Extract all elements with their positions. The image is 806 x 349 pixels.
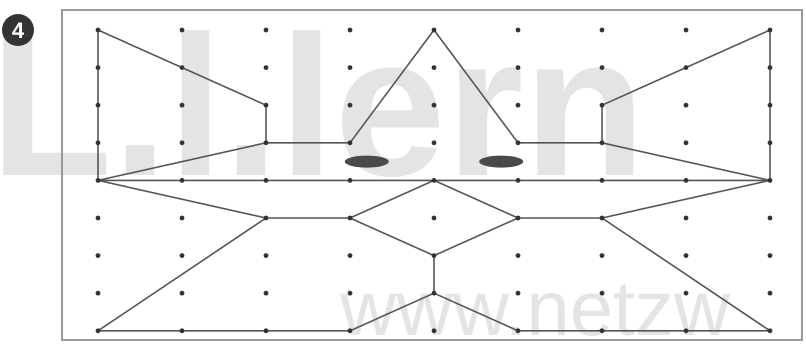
grid-dot [348,178,353,183]
grid-dot [684,216,689,221]
grid-dot [264,216,269,221]
grid-dot [516,253,521,258]
figure-segment [98,218,266,331]
grid-dot [684,328,689,333]
grid-dot [684,28,689,33]
grid-dot [264,328,269,333]
grid-dot [348,28,353,33]
grid-dot [600,140,605,145]
grid-dot [180,253,185,258]
grid-dot [516,216,521,221]
exercise-number: 4 [12,18,25,43]
grid-dot [516,28,521,33]
grid-dot [264,253,269,258]
grid-dot [96,328,101,333]
grid-dot [96,103,101,108]
grid-dot [180,103,185,108]
grid-dot [180,140,185,145]
grid-dot [768,103,773,108]
grid-dot [516,178,521,183]
grid-dot [432,216,437,221]
grid-dot [432,253,437,258]
grid-dot [684,103,689,108]
grid-dot [180,291,185,296]
grid-dot [180,178,185,183]
grid-dot [348,65,353,70]
grid-dot [348,253,353,258]
grid-dot [264,65,269,70]
grid-dot [768,65,773,70]
grid-dot [432,178,437,183]
grid-dot [264,103,269,108]
grid-dot [264,28,269,33]
grid-dot [516,140,521,145]
grid-dot [432,291,437,296]
grid-dot [432,28,437,33]
grid-dot [432,328,437,333]
grid-dot [348,140,353,145]
grid-dot [768,253,773,258]
grid-dot [180,328,185,333]
grid-dot [600,28,605,33]
grid-dot [768,328,773,333]
grid-dot [768,178,773,183]
grid-dot [264,178,269,183]
watermark-brand: L.l.lern [0,0,646,218]
grid-dot [768,291,773,296]
grid-dot [348,328,353,333]
grid-dot [516,328,521,333]
grid-dot [180,65,185,70]
grid-dot [264,291,269,296]
grid-dot [96,216,101,221]
left-eye [345,156,389,168]
grid-dot [684,140,689,145]
grid-dot [600,178,605,183]
grid-dot [96,65,101,70]
grid-dot [432,103,437,108]
grid-dot [96,291,101,296]
grid-dot [432,140,437,145]
grid-dot [600,253,605,258]
grid-dot [684,253,689,258]
grid-dot [684,291,689,296]
grid-dot [180,28,185,33]
grid-dot [768,28,773,33]
grid-dot [516,103,521,108]
grid-dot [600,65,605,70]
grid-dot [600,291,605,296]
figure-segment [350,218,434,256]
grid-dot [600,328,605,333]
grid-dot [96,178,101,183]
grid-dot [348,291,353,296]
grid-dot [600,103,605,108]
right-eye [479,156,523,168]
grid-dot [96,140,101,145]
grid-dot [96,253,101,258]
grid-dot [180,216,185,221]
grid-dot [96,28,101,33]
figure-segment [434,218,518,256]
grid-dot [432,65,437,70]
grid-dot [264,140,269,145]
grid-dot [516,291,521,296]
grid-dot [516,65,521,70]
grid-dot [600,216,605,221]
exercise-badge: 4 [2,14,34,46]
grid-dot [768,216,773,221]
grid-dot [684,65,689,70]
grid-dot [684,178,689,183]
grid-dot [348,216,353,221]
watermark-url: www.netzw [339,264,731,349]
grid-dot [768,140,773,145]
grid-dot [348,103,353,108]
watermark: L.l.lern www.netzw [0,0,731,349]
